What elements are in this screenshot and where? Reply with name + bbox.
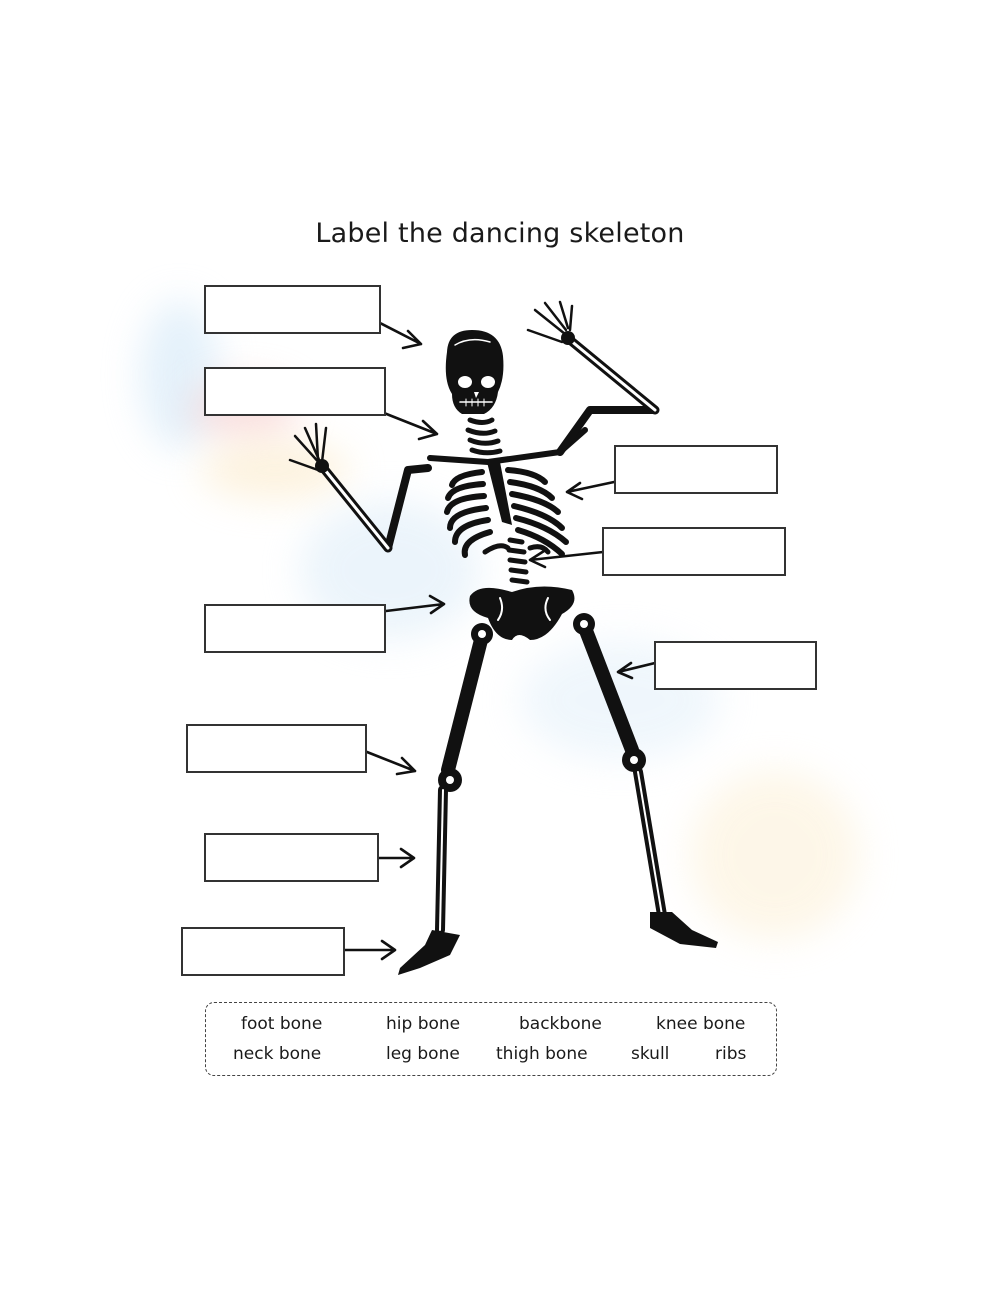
arrow-icon [565,480,616,501]
word-bank-item: skull [631,1044,670,1064]
word-bank-item: hip bone [386,1014,461,1034]
right-hand-icon [526,300,574,344]
page-title: Label the dancing skeleton [315,218,685,249]
word-bank-item: leg bone [386,1044,460,1064]
word-bank-item: backbone [519,1014,602,1034]
label-box-leg[interactable] [204,833,379,882]
arrow-icon [384,594,446,615]
arrow-icon [382,411,439,441]
word-bank-item: neck bone [233,1044,322,1064]
pointer-arrows [342,321,657,961]
label-box-neck[interactable] [204,367,386,416]
word-bank-item: foot bone [241,1014,323,1034]
neck-bones-icon [465,417,503,456]
label-box-thigh[interactable] [654,641,817,690]
foot-bone-icon [398,930,460,975]
ribs-icon [444,467,569,558]
arrow-icon [376,847,416,869]
arrow-icon [365,750,417,776]
skull-icon [445,330,504,414]
word-bank-item: ribs [715,1044,747,1064]
arrow-icon [342,939,397,961]
arrow-icon [528,549,605,569]
label-box-hip[interactable] [204,604,386,653]
label-box-backbone[interactable] [602,527,786,576]
word-bank-item: knee bone [656,1014,746,1034]
arrow-icon [616,661,657,680]
label-box-foot[interactable] [181,927,345,976]
left-arm-icon [384,464,432,552]
label-box-skull[interactable] [204,285,381,334]
label-box-ribs[interactable] [614,445,778,494]
word-bank-item: thigh bone [496,1044,588,1064]
watermark-blob [690,770,860,940]
label-box-knee[interactable] [186,724,367,773]
word-bank: foot bone hip bone backbone knee bone ne… [205,1002,777,1076]
backbone-icon [482,537,551,585]
arrow-icon [378,321,423,350]
